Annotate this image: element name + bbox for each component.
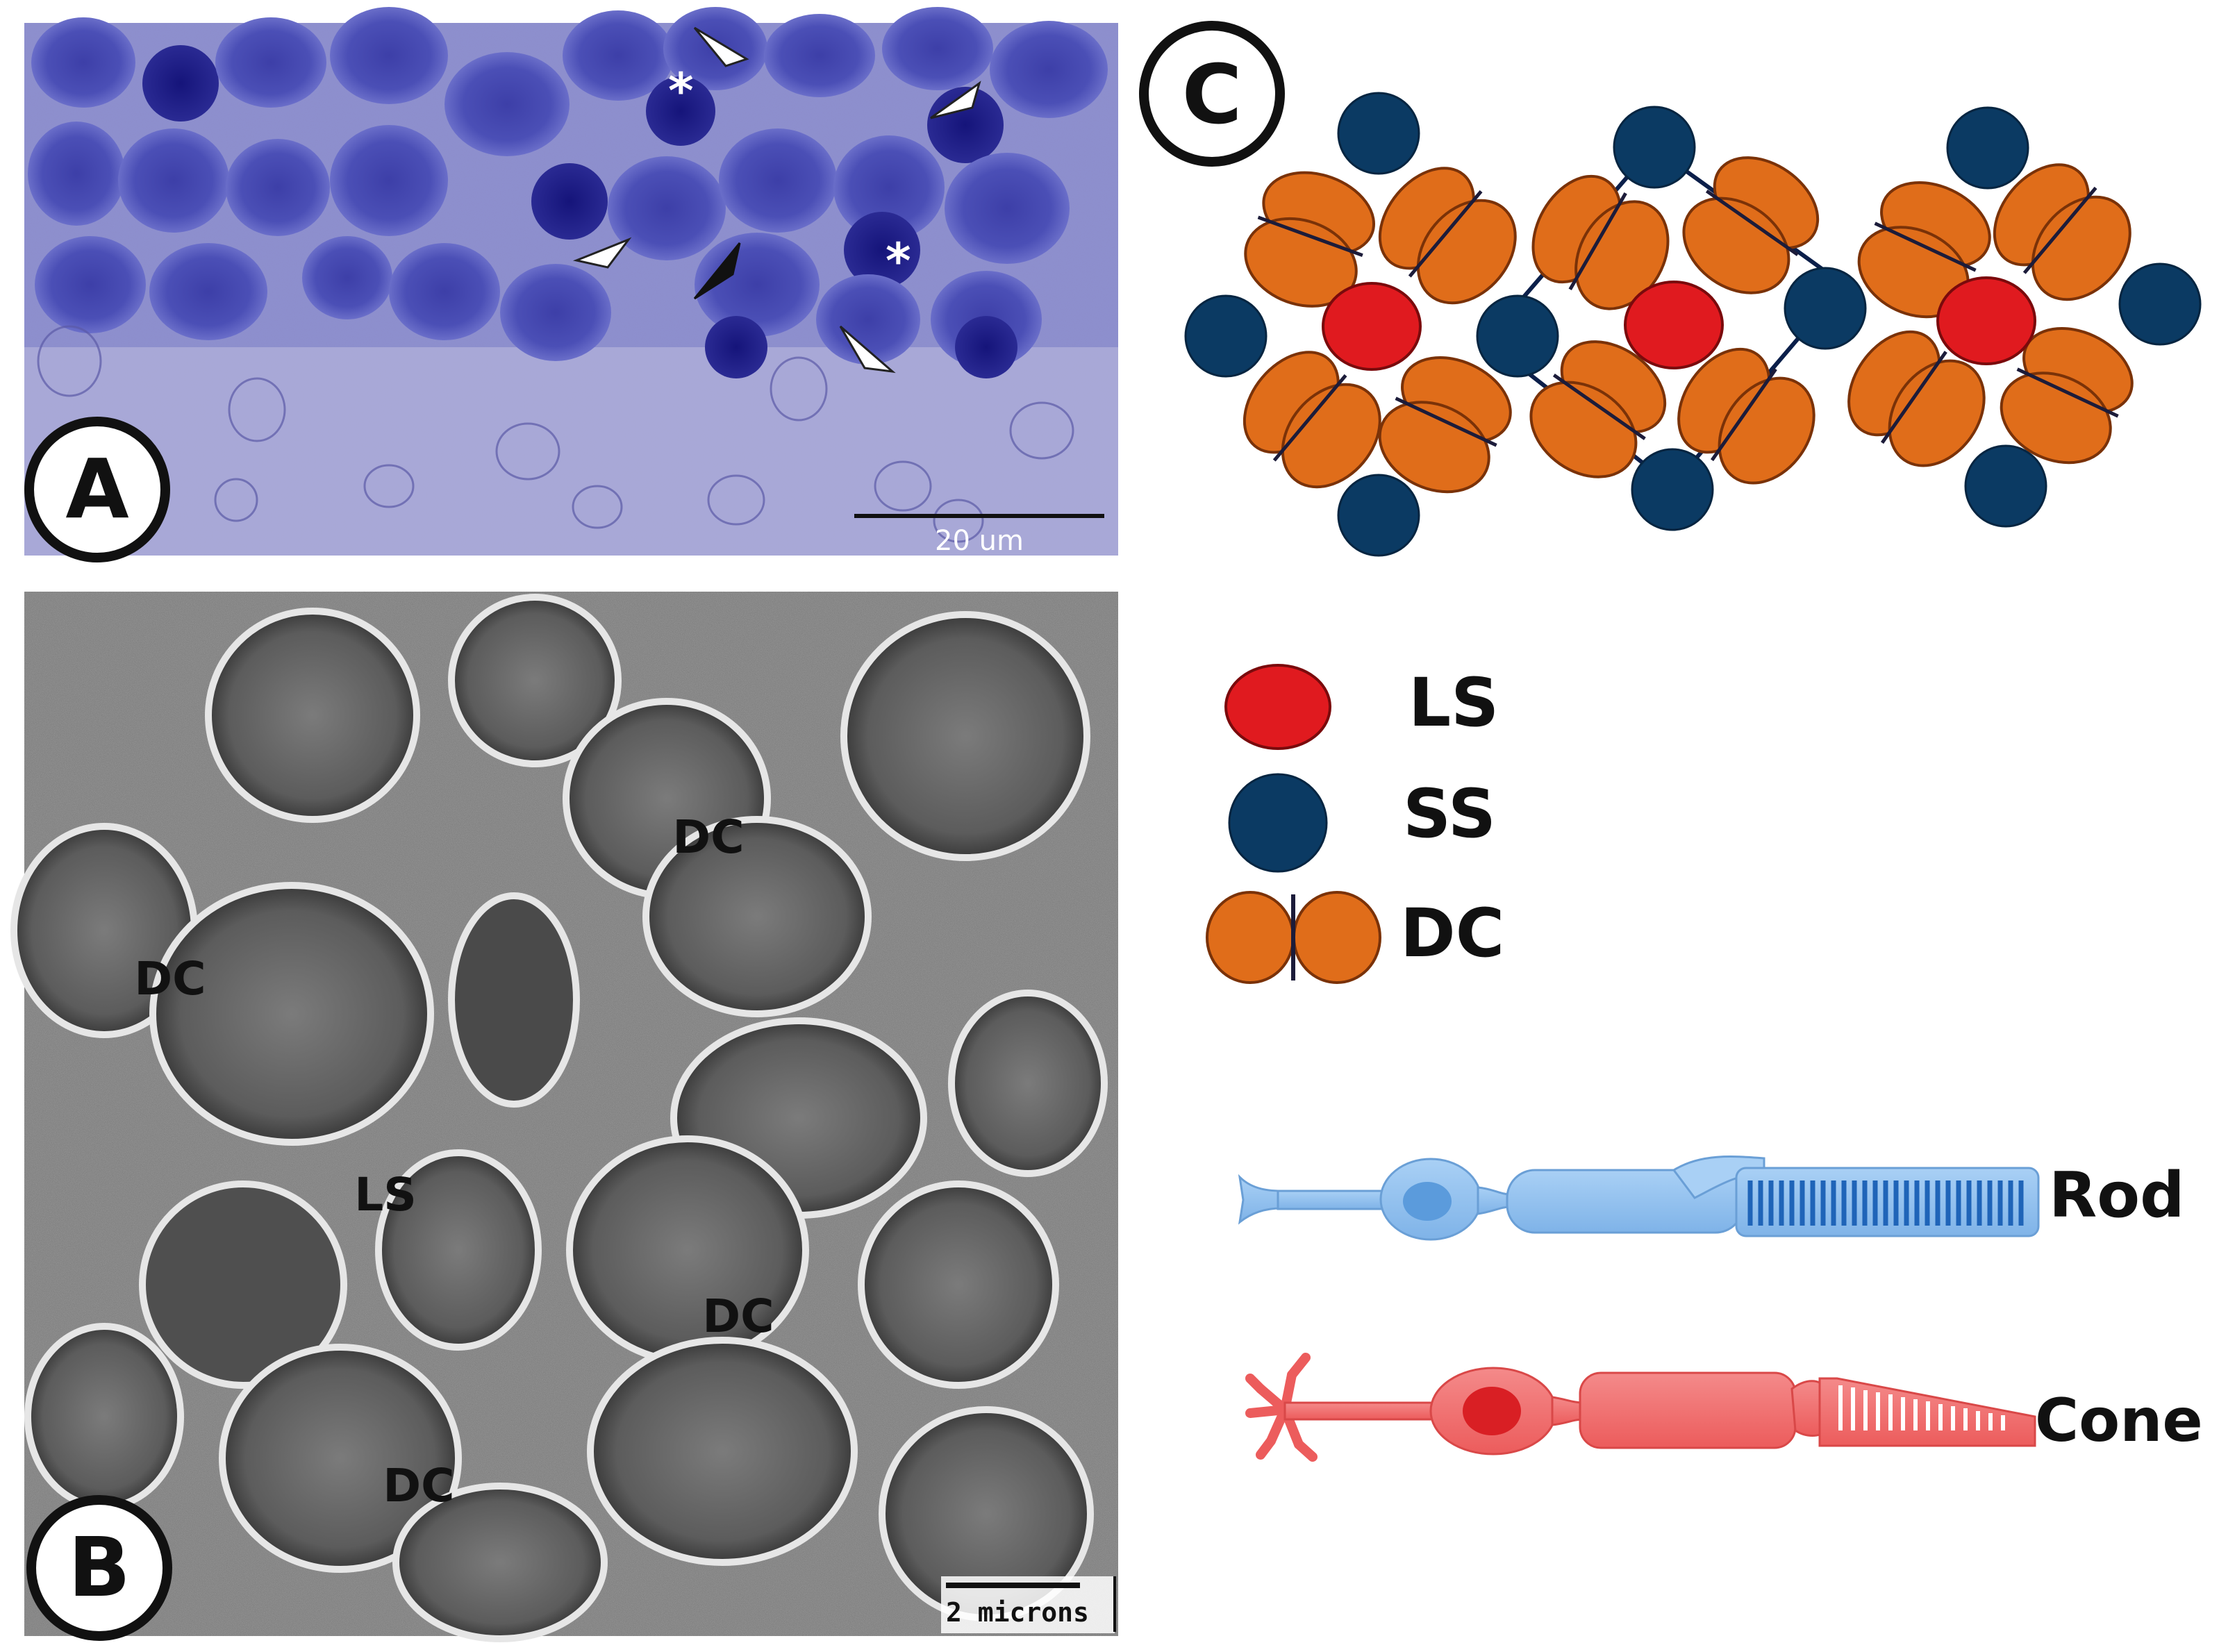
em-label-ls: LS: [354, 1168, 417, 1221]
panel-b-letter: B: [68, 1519, 131, 1615]
short-single-cone: [1184, 294, 1268, 378]
em-label-dc-3: DC: [702, 1290, 774, 1343]
short-single-cone: [1476, 294, 1559, 378]
short-single-cone: [1337, 92, 1420, 175]
cone-discs: [1838, 1385, 2005, 1430]
legend-dc-swatch: [1206, 891, 1381, 984]
panel-c-mosaic: C: [1139, 21, 2202, 557]
double-cone: [1378, 167, 1517, 305]
panel-a-letter: A: [65, 441, 128, 537]
short-single-cone: [1631, 448, 1714, 531]
black-arrowhead: [693, 242, 741, 300]
long-single-cone: [1322, 282, 1422, 371]
short-single-cone: [1946, 106, 2029, 190]
double-cone: [1244, 171, 1375, 308]
rod-discs: [1747, 1180, 2024, 1226]
short-single-cone: [1964, 444, 2047, 528]
legend-ss-label: SS: [1403, 775, 1496, 853]
asterisk-top: *: [668, 62, 694, 119]
legend-ls-swatch: [1224, 664, 1331, 750]
lower-cell-layer: [37, 325, 1074, 543]
legend-ss-swatch: [1228, 773, 1328, 873]
short-single-cone: [1337, 474, 1420, 557]
panel-b-badge: [26, 1495, 172, 1641]
scale-bar-a-label: 20 um: [935, 525, 1024, 557]
asterisk-right: *: [886, 233, 911, 290]
white-arrowheads: [572, 26, 981, 374]
double-cone: [1677, 347, 1815, 485]
long-single-cone: [1624, 281, 1724, 369]
panel-b-micrograph: DC DC LS DC DC 2 microns B: [10, 592, 1118, 1642]
double-cone: [1378, 356, 1512, 494]
panel-a-badge: [24, 417, 170, 562]
em-label-dc-4: DC: [383, 1459, 454, 1512]
nuclei-cluster: [28, 7, 1108, 378]
mosaic-unit-3: [1847, 106, 2202, 528]
panel-c-letter: C: [1182, 47, 1243, 142]
rod-illustration: Rod: [1238, 1155, 2185, 1241]
legend-ls-label: LS: [1408, 664, 1499, 742]
legend-dc-label: DC: [1400, 894, 1504, 972]
rod-label: Rod: [2049, 1159, 2185, 1232]
long-single-cone: [1936, 276, 2036, 365]
double-cone: [1243, 351, 1381, 489]
em-label-dc-2: DC: [134, 952, 206, 1006]
legend: LS SS DC: [1206, 664, 1504, 984]
em-label-dc-1: DC: [672, 810, 744, 864]
panel-c-badge: [1139, 21, 1285, 167]
mosaic-unit-1: [1184, 92, 1517, 557]
double-cone: [1529, 340, 1667, 478]
cone-label: Cone: [2035, 1386, 2203, 1455]
cone-synapse: [1245, 1353, 1318, 1462]
mosaic-unit-2: [1476, 106, 1867, 531]
panel-a-micrograph: * * 20 um A: [24, 7, 1118, 562]
double-cone: [1857, 181, 1991, 319]
short-single-cone: [1613, 106, 1696, 189]
double-cone: [1682, 156, 1820, 294]
em-cell-profiles: [10, 594, 1108, 1642]
double-cone: [1531, 174, 1670, 310]
short-single-cone: [2118, 262, 2202, 346]
cone-illustration: Cone: [1245, 1353, 2203, 1462]
scale-bar-b-label: 2 microns: [946, 1597, 1089, 1628]
double-cone: [1993, 163, 2131, 301]
double-cone: [1847, 330, 1986, 467]
short-single-cone: [1784, 267, 1867, 350]
